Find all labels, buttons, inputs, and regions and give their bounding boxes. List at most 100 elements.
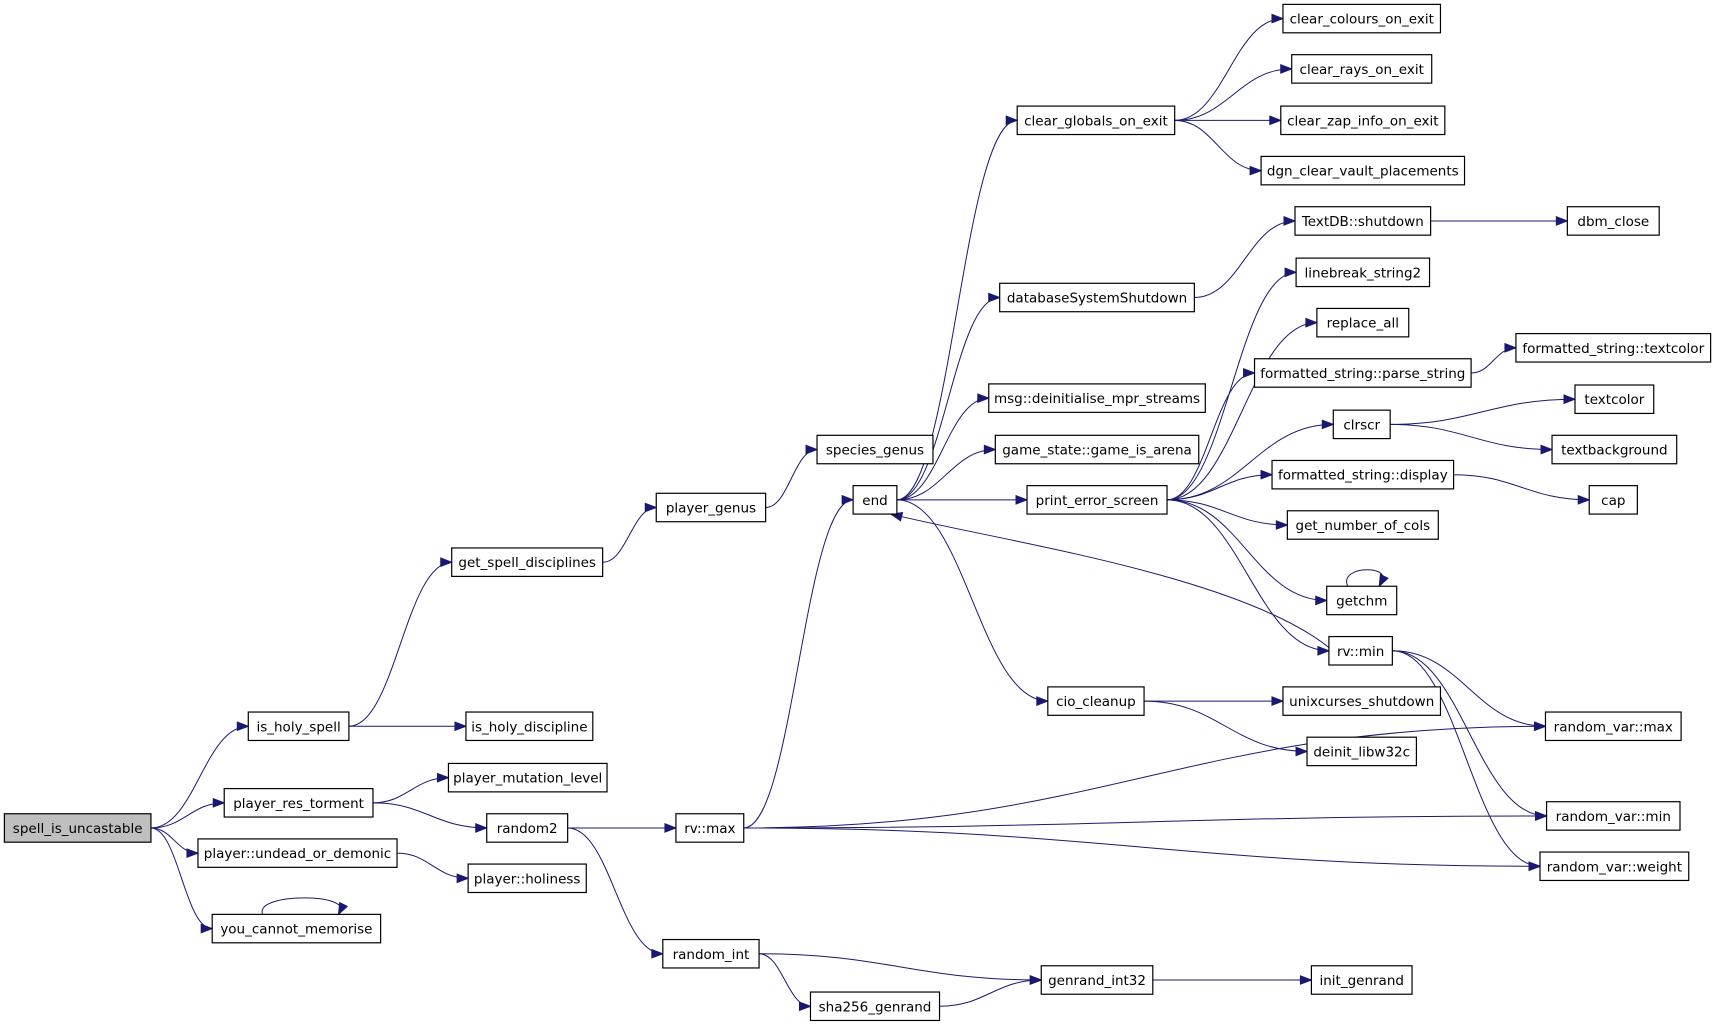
node-databaseSystemShutdown[interactable]: databaseSystemShutdown: [999, 282, 1195, 313]
node-spell_is_uncastable[interactable]: spell_is_uncastable: [3, 813, 152, 843]
node-print_error_screen[interactable]: print_error_screen: [1026, 485, 1168, 515]
node-dbm_close[interactable]: dbm_close: [1566, 206, 1660, 236]
node-rv_max[interactable]: rv::max: [675, 813, 745, 843]
node-player_res_torment[interactable]: player_res_torment: [223, 787, 374, 818]
edge-you_cannot_memorise-to-you_cannot_memorise: [261, 897, 349, 916]
node-random2[interactable]: random2: [486, 813, 569, 843]
node-clear_rays_on_exit[interactable]: clear_rays_on_exit: [1291, 54, 1433, 84]
edge-print_error_screen-to-getchm-arrowhead: [1315, 595, 1329, 606]
edge-is_holy_spell-to-get_spell_disciplines-line: [348, 561, 452, 727]
edges-layer: [150, 13, 1591, 1012]
node-label: clrscr: [1343, 417, 1380, 433]
node-get_number_of_cols[interactable]: get_number_of_cols: [1286, 510, 1439, 540]
node-getchm[interactable]: getchm: [1326, 585, 1398, 616]
edge-clear_globals_on_exit-to-clear_zap_info_on_exit: [1174, 115, 1283, 126]
edge-end-to-msg_deinit: [896, 393, 991, 501]
node-label: clear_colours_on_exit: [1290, 12, 1434, 28]
node-label: random_var::weight: [1547, 859, 1682, 875]
node-fs_parse_string[interactable]: formatted_string::parse_string: [1253, 358, 1472, 388]
edge-clear_globals_on_exit-to-clear_zap_info_on_exit-arrowhead: [1269, 115, 1283, 126]
node-fs_display[interactable]: formatted_string::display: [1271, 459, 1455, 490]
edge-random2-to-random_int-arrowhead: [651, 948, 665, 959]
edge-end-to-msg_deinit-arrowhead: [977, 393, 991, 404]
edge-clear_globals_on_exit-to-dgn_clear_vault_placements-line: [1174, 119, 1262, 172]
node-textbackground[interactable]: textbackground: [1551, 434, 1678, 465]
edge-rv_min-to-random_var_max: [1392, 650, 1547, 732]
node-random_int[interactable]: random_int: [662, 938, 760, 969]
node-game_is_arena[interactable]: game_state::game_is_arena: [994, 434, 1200, 465]
node-label: get_number_of_cols: [1296, 518, 1431, 534]
node-label: formatted_string::display: [1278, 468, 1448, 484]
edge-rv_min-to-end: [889, 512, 1334, 652]
node-box: [1539, 851, 1690, 882]
edge-print_error_screen-to-get_number_of_cols-line: [1167, 499, 1288, 526]
node-box: [1310, 965, 1413, 995]
node-label: replace_all: [1327, 316, 1399, 332]
node-label: game_state::game_is_arena: [1002, 443, 1192, 459]
node-player_mutation_level[interactable]: player_mutation_level: [447, 762, 608, 793]
node-is_holy_discipline[interactable]: is_holy_discipline: [465, 711, 594, 742]
edge-get_spell_disciplines-to-player_genus-line: [602, 507, 657, 563]
node-clear_zap_info_on_exit[interactable]: clear_zap_info_on_exit: [1280, 105, 1446, 136]
node-linebreak_string2[interactable]: linebreak_string2: [1295, 257, 1431, 288]
node-init_genrand[interactable]: init_genrand: [1310, 965, 1413, 995]
node-deinit_libw32c[interactable]: deinit_libw32c: [1306, 736, 1418, 767]
node-end[interactable]: end: [852, 485, 898, 515]
edge-clrscr-to-textcolor-arrowhead: [1563, 394, 1577, 405]
node-genrand_int32[interactable]: genrand_int32: [1040, 965, 1154, 995]
node-clear_globals_on_exit[interactable]: clear_globals_on_exit: [1016, 105, 1176, 136]
edge-random2-to-random_int-line: [567, 827, 663, 955]
node-fs_textcolor[interactable]: formatted_string::textcolor: [1515, 332, 1712, 363]
edge-rv_max-to-random_var_weight: [743, 827, 1542, 872]
node-msg_deinit[interactable]: msg::deinitialise_mpr_streams: [988, 383, 1206, 413]
node-textdb_shutdown[interactable]: TextDB::shutdown: [1294, 206, 1432, 236]
node-dgn_clear_vault_placements[interactable]: dgn_clear_vault_placements: [1260, 155, 1466, 186]
node-clear_colours_on_exit[interactable]: clear_colours_on_exit: [1282, 3, 1442, 34]
node-label: spell_is_uncastable: [13, 821, 143, 837]
node-sha256_genrand[interactable]: sha256_genrand: [809, 991, 941, 1022]
node-label: you_cannot_memorise: [220, 922, 372, 938]
node-cap[interactable]: cap: [1588, 485, 1638, 515]
edge-clear_globals_on_exit-to-clear_colours_on_exit-line: [1174, 18, 1283, 121]
node-unixcurses_shutdown[interactable]: unixcurses_shutdown: [1282, 686, 1442, 716]
edge-clear_globals_on_exit-to-clear_colours_on_exit-arrowhead: [1271, 13, 1285, 24]
edge-player_res_torment-to-random2-line: [372, 802, 487, 829]
node-random_var_min[interactable]: random_var::min: [1545, 801, 1681, 831]
node-box: [1306, 736, 1418, 767]
node-box: [1588, 485, 1638, 515]
node-player_holiness[interactable]: player::holiness: [467, 863, 587, 894]
node-random_var_max[interactable]: random_var::max: [1544, 711, 1682, 742]
node-box: [675, 813, 745, 843]
edge-end-to-game_is_arena: [896, 444, 997, 501]
node-box: [1294, 206, 1432, 236]
node-cio_cleanup[interactable]: cio_cleanup: [1047, 686, 1145, 716]
node-label: clear_zap_info_on_exit: [1287, 113, 1438, 129]
node-get_spell_disciplines[interactable]: get_spell_disciplines: [451, 547, 604, 578]
node-label: deinit_libw32c: [1313, 744, 1410, 760]
node-clrscr[interactable]: clrscr: [1332, 409, 1391, 440]
node-label: cio_cleanup: [1056, 694, 1136, 710]
node-label: is_holy_discipline: [471, 719, 587, 735]
edge-player_genus-to-species_genus-arrowhead: [805, 444, 819, 455]
edge-print_error_screen-to-fs_display: [1167, 469, 1274, 501]
edge-fs_parse_string-to-fs_textcolor-arrowhead: [1504, 342, 1518, 353]
node-random_var_weight[interactable]: random_var::weight: [1539, 851, 1690, 882]
node-box: [247, 711, 350, 742]
node-player_undead_or_demonic[interactable]: player::undead_or_demonic: [197, 838, 398, 868]
node-is_holy_spell[interactable]: is_holy_spell: [247, 711, 350, 742]
node-textcolor[interactable]: textcolor: [1574, 384, 1655, 415]
node-you_cannot_memorise[interactable]: you_cannot_memorise: [211, 913, 382, 944]
edge-random2-to-rv_max-arrowhead: [664, 823, 678, 833]
node-species_genus[interactable]: species_genus: [816, 434, 934, 465]
edge-print_error_screen-to-linebreak_string2: [1167, 267, 1298, 501]
node-replace_all[interactable]: replace_all: [1316, 307, 1410, 338]
edge-fs_parse_string-to-fs_textcolor: [1471, 342, 1518, 374]
node-box: [211, 913, 382, 944]
node-label: textcolor: [1584, 392, 1644, 408]
edge-clear_globals_on_exit-to-clear_colours_on_exit: [1174, 13, 1285, 121]
edge-fs_parse_string-to-fs_textcolor-line: [1471, 347, 1516, 374]
node-player_genus[interactable]: player_genus: [655, 492, 767, 523]
node-rv_min[interactable]: rv::min: [1328, 635, 1393, 666]
node-box: [1282, 3, 1442, 34]
edge-clrscr-to-textbackground-arrowhead: [1540, 444, 1554, 455]
